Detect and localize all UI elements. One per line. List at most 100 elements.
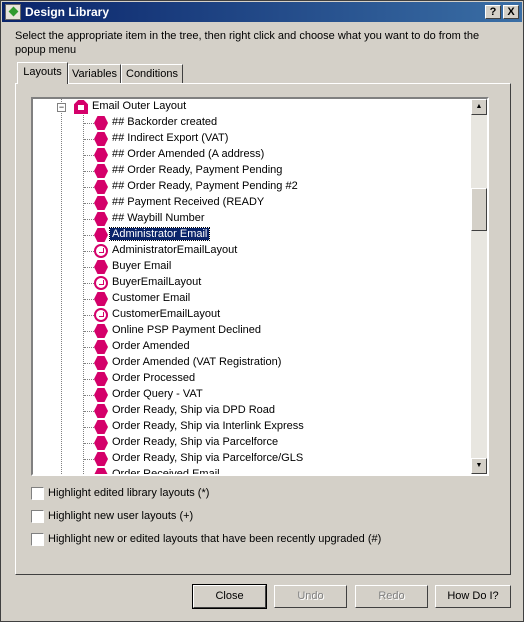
email-layout-icon xyxy=(94,228,108,242)
tree-item-label: Order Ready, Ship via Parcelforce/GLS xyxy=(112,452,304,464)
email-layout-icon xyxy=(94,212,108,226)
tab-layouts[interactable]: Layouts xyxy=(17,62,68,84)
layout-folder-icon xyxy=(74,100,88,114)
tree-item-label: Order Amended xyxy=(112,340,190,352)
tree-connector xyxy=(84,299,94,300)
tree-item-label: Order Processed xyxy=(112,372,196,384)
email-layout-icon xyxy=(94,388,108,402)
tree-item[interactable]: Customer Email xyxy=(33,291,473,307)
tree-item[interactable]: ## Order Amended (A address) xyxy=(33,147,473,163)
collapse-toggle[interactable]: − xyxy=(57,102,66,112)
email-layout-icon xyxy=(94,324,108,338)
tree-connector xyxy=(84,235,94,236)
tree-item-label: Order Ready, Ship via Parcelforce xyxy=(112,436,279,448)
email-layout-icon xyxy=(94,132,108,146)
layout-template-icon xyxy=(94,276,108,290)
email-layout-icon xyxy=(94,404,108,418)
layout-tree[interactable]: − Email Outer Layout ## Backorder create… xyxy=(31,97,489,476)
tree-connector xyxy=(84,219,94,220)
email-layout-icon xyxy=(94,164,108,178)
tree-item-label: Customer Email xyxy=(112,292,191,304)
tree-item-label: ## Backorder created xyxy=(112,116,218,128)
tree-item[interactable]: Order Query - VAT xyxy=(33,387,473,403)
highlight-new-checkbox[interactable] xyxy=(31,510,44,523)
tree-item-label: ## Order Ready, Payment Pending xyxy=(112,164,283,176)
tab-conditions[interactable]: Conditions xyxy=(121,64,183,84)
tree-connector xyxy=(84,171,94,172)
how-do-i-button[interactable]: How Do I? xyxy=(435,585,511,608)
scroll-down-button[interactable]: ▼ xyxy=(471,458,487,474)
tree-item[interactable]: ## Order Ready, Payment Pending xyxy=(33,163,473,179)
tree-connector xyxy=(84,187,94,188)
close-window-button[interactable]: X xyxy=(503,5,519,19)
tree-item-label: ## Indirect Export (VAT) xyxy=(112,132,229,144)
tree-connector xyxy=(84,443,94,444)
tree-connector xyxy=(84,411,94,412)
tree-item-label: Buyer Email xyxy=(112,260,172,272)
tree-item-label: Online PSP Payment Declined xyxy=(112,324,261,336)
tree-item-label: Order Received Email xyxy=(112,468,220,476)
tree-item-label: Order Amended (VAT Registration) xyxy=(112,356,282,368)
tree-connector xyxy=(84,203,94,204)
highlight-edited-checkbox[interactable] xyxy=(31,487,44,500)
tree-item[interactable]: Order Ready, Ship via Parcelforce xyxy=(33,435,473,451)
tree-item[interactable]: ## Backorder created xyxy=(33,115,473,131)
title-bar[interactable]: Design Library ? X xyxy=(2,2,522,22)
tree-item[interactable]: BuyerEmailLayout xyxy=(33,275,473,291)
scroll-thumb[interactable] xyxy=(471,188,487,231)
tree-item-label: ## Waybill Number xyxy=(112,212,205,224)
tree-item[interactable]: Online PSP Payment Declined xyxy=(33,323,473,339)
tree-item-label: Order Ready, Ship via DPD Road xyxy=(112,404,276,416)
tree-item[interactable]: Order Processed xyxy=(33,371,473,387)
close-button[interactable]: Close xyxy=(192,584,267,609)
tree-connector xyxy=(84,427,94,428)
tree-item[interactable]: ## Payment Received (READY xyxy=(33,195,473,211)
tree-item[interactable]: Order Ready, Ship via Interlink Express xyxy=(33,419,473,435)
tree-item[interactable]: ## Waybill Number xyxy=(33,211,473,227)
tree-item-label: ## Order Ready, Payment Pending #2 xyxy=(112,180,298,192)
scroll-up-button[interactable]: ▲ xyxy=(471,99,487,115)
help-button[interactable]: ? xyxy=(485,5,501,19)
tree-connector xyxy=(84,139,94,140)
tree-vertical-scrollbar[interactable]: ▲ ▼ xyxy=(471,99,487,474)
tree-connector xyxy=(84,347,94,348)
tree-connector xyxy=(84,251,94,252)
tree-item[interactable]: Buyer Email xyxy=(33,259,473,275)
email-layout-icon xyxy=(94,340,108,354)
email-layout-icon xyxy=(94,180,108,194)
tree-connector xyxy=(84,363,94,364)
highlight-new-label: Highlight new user layouts (+) xyxy=(48,510,194,522)
tree-item[interactable]: Order Received Email xyxy=(33,467,473,476)
email-layout-icon xyxy=(94,420,108,434)
tree-item[interactable]: ## Order Ready, Payment Pending #2 xyxy=(33,179,473,195)
tree-item[interactable]: CustomerEmailLayout xyxy=(33,307,473,323)
tree-connector xyxy=(84,459,94,460)
instructions-text: Select the appropriate item in the tree,… xyxy=(15,30,480,56)
tree-item[interactable]: AdministratorEmailLayout xyxy=(33,243,473,259)
tree-connector xyxy=(84,283,94,284)
window-title: Design Library xyxy=(25,5,110,19)
email-layout-icon xyxy=(94,196,108,210)
tree-connector xyxy=(84,379,94,380)
tree-item[interactable]: Administrator Email xyxy=(33,227,473,243)
tree-group-row[interactable]: − Email Outer Layout xyxy=(33,99,473,115)
redo-button[interactable]: Redo xyxy=(355,585,428,608)
layout-template-icon xyxy=(94,308,108,322)
layout-template-icon xyxy=(94,244,108,258)
tree-item-label: CustomerEmailLayout xyxy=(112,308,221,320)
tree-item[interactable]: ## Indirect Export (VAT) xyxy=(33,131,473,147)
tab-variables[interactable]: Variables xyxy=(68,64,121,84)
tree-item-label: ## Payment Received (READY xyxy=(112,196,265,208)
tree-item[interactable]: Order Amended (VAT Registration) xyxy=(33,355,473,371)
tree-connector xyxy=(84,315,94,316)
tree-item[interactable]: Order Ready, Ship via DPD Road xyxy=(33,403,473,419)
undo-button[interactable]: Undo xyxy=(274,585,347,608)
tree-connector xyxy=(84,331,94,332)
tree-item[interactable]: Order Amended xyxy=(33,339,473,355)
tree-item[interactable]: Order Ready, Ship via Parcelforce/GLS xyxy=(33,451,473,467)
email-layout-icon xyxy=(94,356,108,370)
email-layout-icon xyxy=(94,116,108,130)
app-icon xyxy=(5,4,21,20)
email-layout-icon xyxy=(94,452,108,466)
highlight-upgraded-checkbox[interactable] xyxy=(31,533,44,546)
